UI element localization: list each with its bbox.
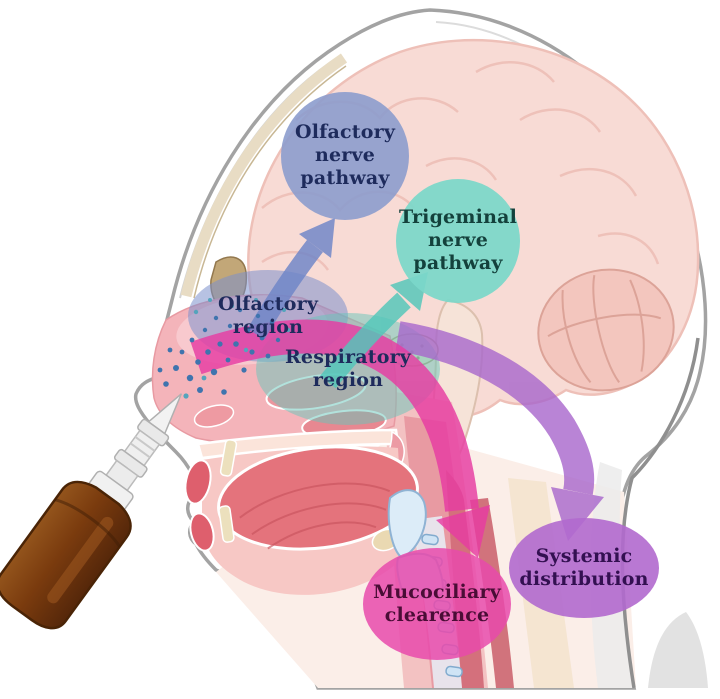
turbinate-front	[193, 404, 235, 428]
shoulder-silhouette	[648, 612, 708, 688]
systemic-distribution-ellipse	[509, 518, 659, 618]
olfactory-arrow	[247, 218, 335, 340]
trigeminal-nerve-pathway-circle	[396, 179, 520, 303]
bottle-body	[0, 480, 132, 630]
mouth	[184, 439, 419, 595]
tongue	[217, 445, 419, 551]
nasal-spray-bottle	[0, 393, 183, 630]
teeth	[218, 439, 238, 543]
back-neck-line	[620, 337, 700, 689]
mucociliary-arrow	[190, 319, 490, 558]
spray-droplets	[157, 298, 291, 399]
lips	[184, 459, 215, 552]
skull-band	[180, 53, 348, 298]
mucociliary-clearence-ellipse	[363, 548, 511, 660]
skull-band-line	[193, 65, 347, 299]
cerebellum	[537, 268, 675, 392]
olfactory-nerve-pathway-circle	[281, 92, 409, 220]
